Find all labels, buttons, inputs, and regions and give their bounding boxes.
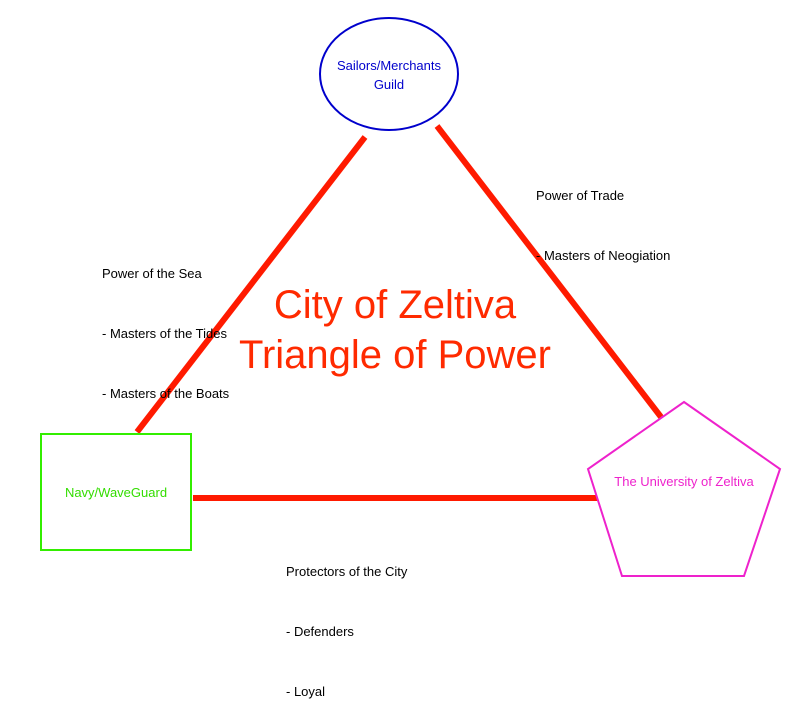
edge-note-city: Protectors of the City - Defenders - Loy… xyxy=(286,522,407,722)
edge-note-trade: Power of Trade - Masters of Neogiation xyxy=(536,146,670,286)
edge-note-city-heading: Protectors of the City xyxy=(286,564,408,579)
guild-node xyxy=(319,17,459,131)
title-line1: City of Zeltiva xyxy=(273,283,517,327)
edge-note-city-item-2: - Loyal xyxy=(286,684,326,699)
connector-sea xyxy=(134,135,368,434)
diagram-title: City of Zeltiva Triangle of Power xyxy=(150,280,640,380)
connector-trade xyxy=(434,124,664,419)
guild-label-line1: Sailors/Merchants xyxy=(336,58,442,73)
guild-label-line2: Guild xyxy=(373,77,405,92)
university-node xyxy=(586,400,782,577)
edge-note-sea-heading: Power of the Sea xyxy=(102,266,202,281)
edge-note-city-item-1: - Defenders xyxy=(286,624,354,639)
navy-label: Navy/WaveGuard xyxy=(64,485,168,500)
navy-node xyxy=(40,433,192,551)
edge-note-sea: Power of the Sea - Masters of the Tides … xyxy=(102,224,229,424)
edge-note-sea-item-1: - Masters of the Tides xyxy=(102,326,227,341)
edge-note-sea-item-2: - Masters of the Boats xyxy=(102,386,230,401)
edge-note-trade-item-1: - Masters of Neogiation xyxy=(536,248,671,263)
triangle-of-power-diagram xyxy=(40,17,782,577)
university-label: The University of Zeltiva xyxy=(614,474,754,489)
title-line2: Triangle of Power xyxy=(239,333,551,377)
edge-note-trade-heading: Power of Trade xyxy=(536,188,625,203)
guild-label: Sailors/Merchants Guild xyxy=(322,56,456,94)
